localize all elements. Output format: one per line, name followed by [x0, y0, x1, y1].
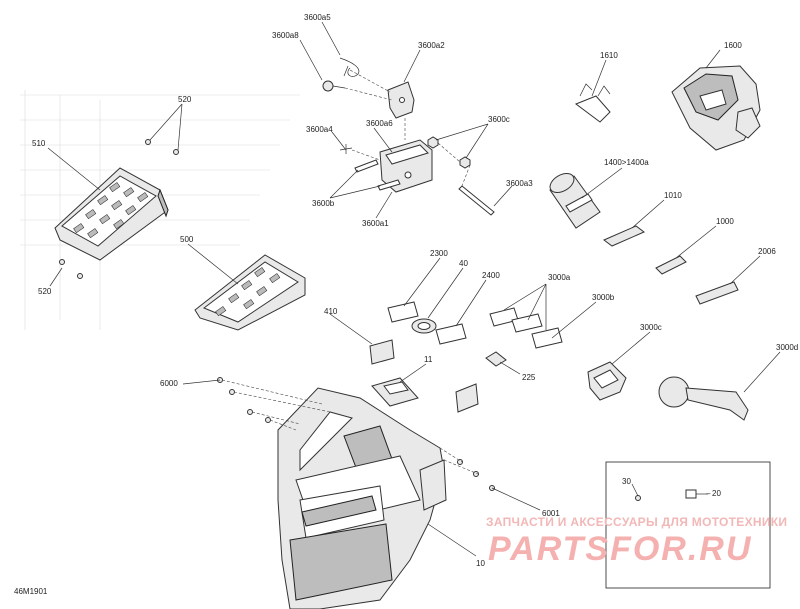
- part-3600a8-knob[interactable]: [322, 80, 346, 92]
- leader-lines: [47, 21, 781, 557]
- callout-20-dash: –: [706, 489, 711, 498]
- callout-11: 11: [424, 355, 433, 364]
- part-3000d-horn[interactable]: [658, 376, 749, 421]
- part-2400-decal[interactable]: [435, 323, 467, 345]
- callout-10: 10: [476, 559, 485, 568]
- part-2300-decal[interactable]: [387, 301, 419, 323]
- part-3600a4-washer[interactable]: [339, 144, 353, 154]
- callout-6001: 6001: [542, 509, 560, 518]
- callout-3600a1: 3600a1: [362, 219, 389, 228]
- fastener-dashes: [221, 379, 479, 475]
- part-1010-decal[interactable]: [603, 225, 645, 247]
- callout-410: 410: [324, 307, 338, 316]
- part-10-front-nose[interactable]: [277, 387, 447, 609]
- part-3000c-bracket[interactable]: [587, 361, 627, 401]
- callout-30: 30: [622, 477, 631, 486]
- callout-3600a4: 3600a4: [306, 125, 333, 134]
- callout-3600a8: 3600a8: [272, 31, 299, 40]
- callout-3000a: 3000a: [548, 273, 571, 282]
- callout-3600b: 3600b: [312, 199, 335, 208]
- callout-3000b: 3000b: [592, 293, 615, 302]
- part-1610-clamp[interactable]: [574, 83, 611, 123]
- watermark-tagline: ЗАПЧАСТИ И АКСЕССУАРЫ ДЛЯ МОТОТЕХНИКИ: [486, 515, 787, 529]
- callout-6000: 6000: [160, 379, 178, 388]
- callout-3600a6: 3600a6: [366, 119, 393, 128]
- callout-3600c: 3600c: [488, 115, 510, 124]
- callout-3000c: 3000c: [640, 323, 662, 332]
- part-11-plate[interactable]: [371, 377, 419, 407]
- callout-510: 510: [32, 139, 46, 148]
- part-3000a-decals[interactable]: [489, 307, 563, 349]
- callout-3600a5: 3600a5: [304, 13, 331, 22]
- callout-500: 500: [180, 235, 194, 244]
- callout-1600: 1600: [724, 41, 742, 50]
- callout-1400: 1400>1400a: [604, 158, 649, 167]
- part-3600b-pins[interactable]: [354, 159, 495, 216]
- part-500-footrest[interactable]: [194, 254, 306, 331]
- callout-225: 225: [522, 373, 536, 382]
- part-40-emblem[interactable]: [411, 318, 437, 334]
- callout-3600a2: 3600a2: [418, 41, 445, 50]
- watermark: ЗАПЧАСТИ И АКСЕССУАРЫ ДЛЯ МОТОТЕХНИКИ PA…: [486, 515, 787, 568]
- callout-520-top: 520: [178, 95, 192, 104]
- part-3600c-nuts[interactable]: [427, 136, 471, 169]
- callout-20: 20: [712, 489, 721, 498]
- watermark-brand: PARTSFOR.RU: [488, 530, 752, 568]
- part-1000-decal[interactable]: [655, 255, 687, 275]
- part-510-footrest[interactable]: [54, 167, 169, 261]
- callout-1610: 1610: [600, 51, 618, 60]
- part-decal-extra[interactable]: [455, 383, 479, 413]
- part-3600a5-clip[interactable]: [339, 57, 360, 77]
- part-3600a-bracket[interactable]: [379, 81, 433, 193]
- callout-3600a3: 3600a3: [506, 179, 533, 188]
- part-520-screws[interactable]: [59, 139, 179, 279]
- part-1400-cylinder[interactable]: [547, 170, 601, 229]
- callout-40: 40: [459, 259, 468, 268]
- callout-2300: 2300: [430, 249, 448, 258]
- part-410-decal[interactable]: [369, 339, 395, 365]
- callout-2400: 2400: [482, 271, 500, 280]
- assembly-dashes: [344, 69, 471, 187]
- callout-1010: 1010: [664, 191, 682, 200]
- callout-2006: 2006: [758, 247, 776, 256]
- inset-box: [605, 461, 771, 589]
- callout-3000d: 3000d: [776, 343, 798, 352]
- part-2006-decal[interactable]: [695, 281, 739, 305]
- callout-labels: 3600a5 3600a8 3600a2 1610 1600 520 510 3…: [32, 13, 798, 568]
- callout-1000: 1000: [716, 217, 734, 226]
- part-1600-assembly[interactable]: [671, 65, 761, 151]
- callout-520-bottom: 520: [38, 287, 52, 296]
- figure-code: 46M1901: [14, 587, 48, 596]
